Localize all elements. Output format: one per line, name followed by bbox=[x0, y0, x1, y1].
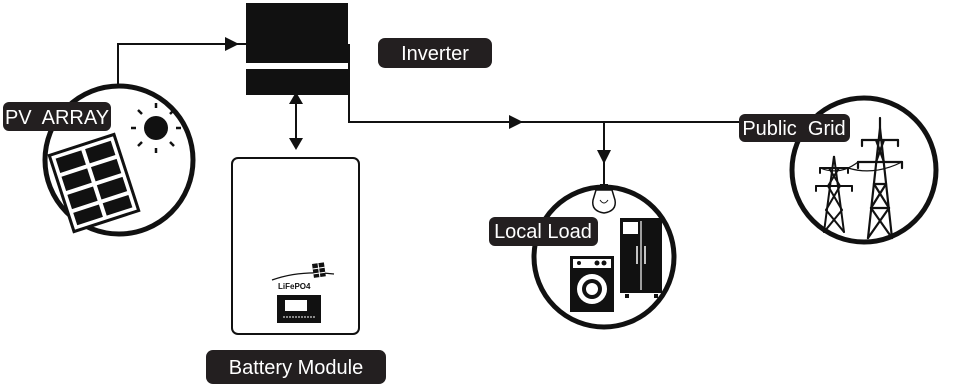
inverter-battery-arrow-down bbox=[289, 138, 303, 150]
grid-to-load-arrow bbox=[597, 150, 611, 164]
pv-to-inverter-line bbox=[117, 43, 246, 92]
power-lines bbox=[819, 161, 903, 172]
inverter-to-grid-arrow bbox=[509, 115, 523, 129]
battery-icon: LiFePO4 bbox=[231, 157, 360, 335]
public-grid-label-text: Public Grid bbox=[742, 118, 845, 140]
battery-brand-text: LiFePO4 bbox=[278, 282, 311, 291]
inverter-label: Inverter bbox=[378, 38, 492, 68]
inverter-battery-arrow-up bbox=[289, 92, 303, 104]
pv-array-label: PV ARRAY bbox=[3, 102, 111, 131]
light-bulb-icon bbox=[591, 184, 617, 214]
local-load-label-text: Local Load bbox=[494, 221, 592, 243]
pv-to-inverter-arrow bbox=[225, 37, 239, 51]
inverter-to-grid-line bbox=[348, 44, 752, 123]
public-grid-label: Public Grid bbox=[739, 114, 850, 142]
battery-panel-logo bbox=[312, 262, 326, 278]
washing-machine-icon bbox=[570, 256, 614, 312]
refrigerator-icon bbox=[620, 218, 662, 298]
pv-array-label-text: PV ARRAY bbox=[5, 107, 109, 129]
connections bbox=[117, 37, 752, 186]
sun-icon bbox=[131, 103, 181, 153]
inverter-label-text: Inverter bbox=[401, 43, 469, 65]
battery-module-label: Battery Module bbox=[206, 350, 386, 384]
local-load-label: Local Load bbox=[489, 217, 598, 246]
solar-panel-icon bbox=[47, 132, 141, 234]
inverter-icon bbox=[246, 3, 348, 95]
local-load-node bbox=[531, 184, 677, 330]
battery-module-label-text: Battery Module bbox=[229, 357, 364, 379]
power-tower-icon bbox=[856, 116, 904, 240]
